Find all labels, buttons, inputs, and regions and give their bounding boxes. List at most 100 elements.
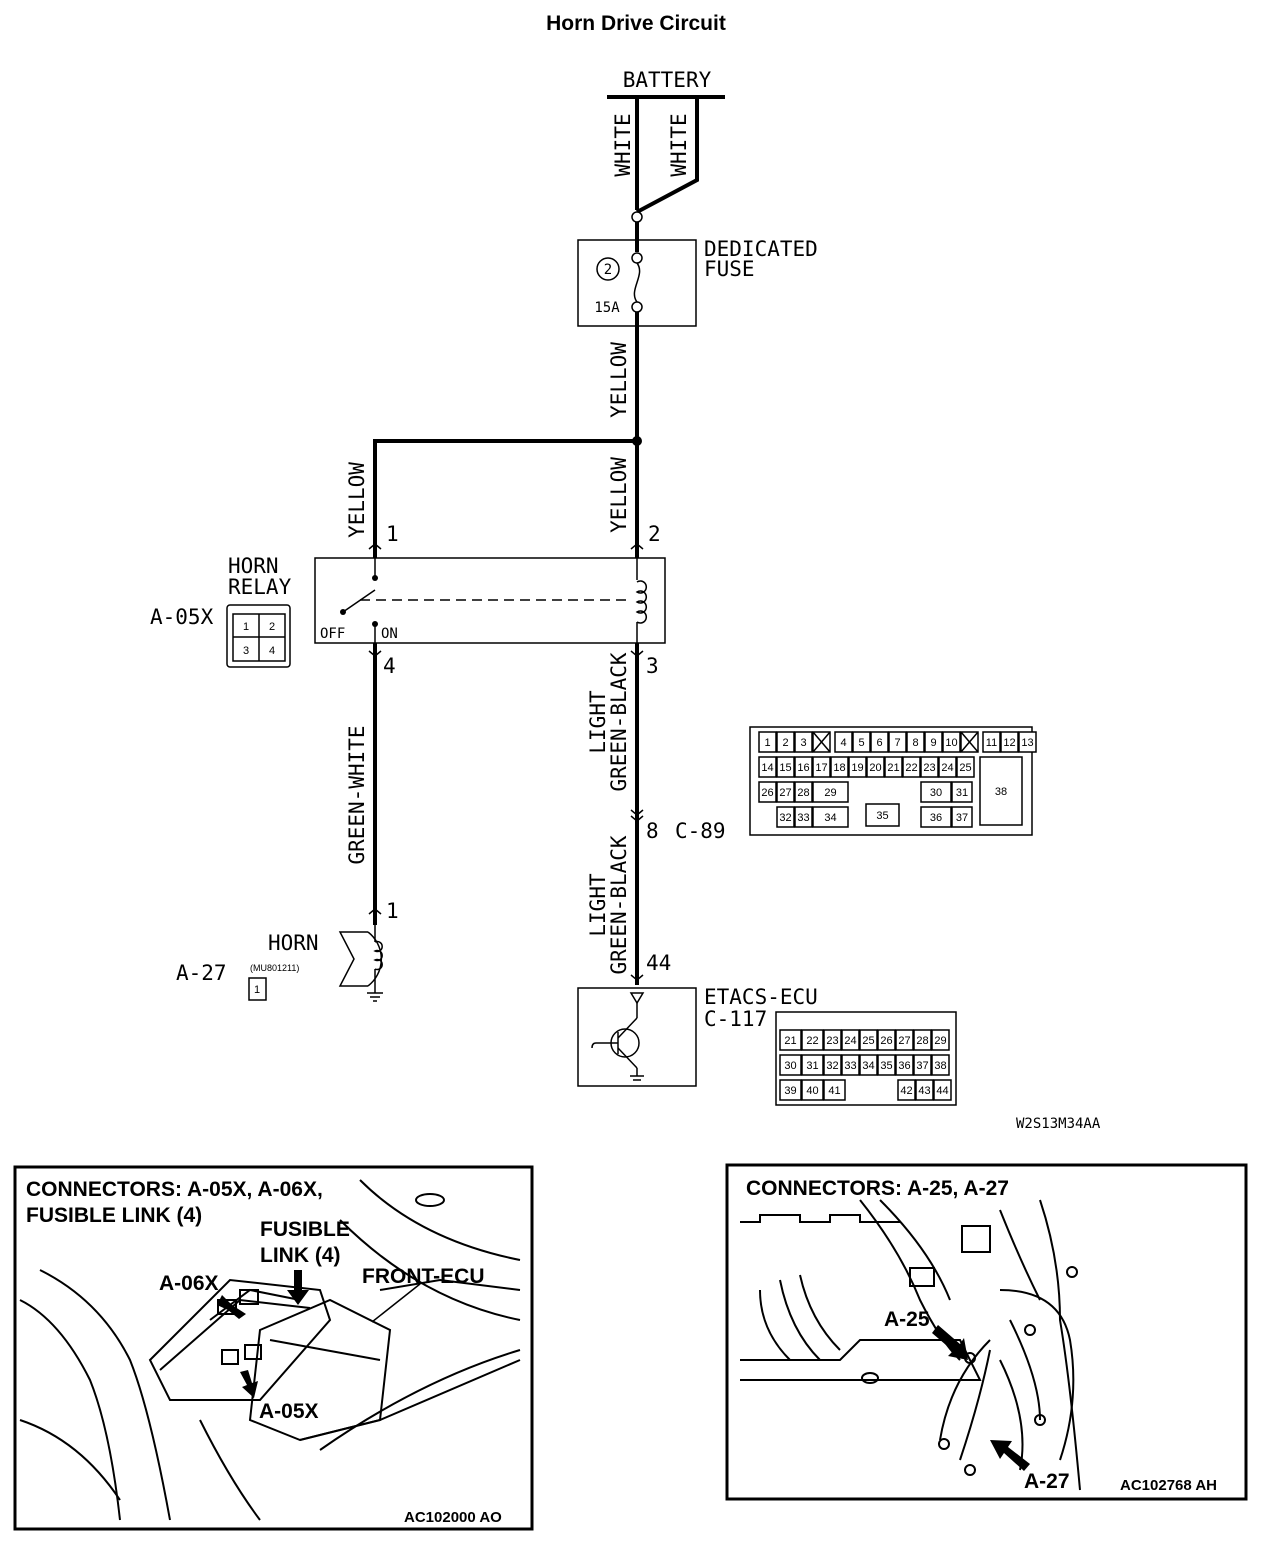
connector-cell [1000, 731, 1019, 753]
connector-cell [920, 806, 952, 828]
connector-pin-label: 30 [930, 787, 942, 799]
left-panel-code: AC102000 AO [404, 1509, 502, 1526]
connector-pin-label: 11 [986, 737, 997, 749]
callout-fusible-link-line2: LINK (4) [260, 1244, 341, 1267]
connector-pin-label: 36 [898, 1060, 910, 1072]
connector-cell [823, 1029, 842, 1051]
horn-connector-code: A-27 [176, 961, 227, 985]
ecu-lower-wire-line1: LIGHT [586, 873, 610, 937]
connector-cell [776, 781, 795, 803]
connector-cell [884, 756, 903, 778]
diagram-title: Horn Drive Circuit [546, 12, 726, 35]
fuse-number-circle [596, 257, 620, 281]
connector-pin-label: 16 [797, 762, 809, 774]
relay-label-line1: HORN [228, 554, 279, 578]
connector-pin-label: 28 [797, 787, 809, 799]
connector-cell [933, 1079, 952, 1101]
connector-pin-label: 35 [880, 1060, 892, 1072]
connector-pin-label: 29 [824, 787, 836, 799]
connector-cell [865, 803, 900, 827]
connector-pin-label: 7 [894, 737, 900, 749]
connector-pin-label: 39 [784, 1085, 796, 1097]
horn: 1 HORN A-27 (MU801211) 1 [176, 899, 399, 1002]
relay-pin-4: 4 [383, 654, 396, 678]
battery-wire-left-color: WHITE [611, 113, 635, 176]
arrow-fusible-link [287, 1270, 309, 1305]
connector-cell [801, 1029, 824, 1051]
connector-pin-label: 21 [887, 762, 899, 774]
connector-cell [834, 731, 853, 753]
connector-pin-label: 35 [876, 810, 888, 822]
connector-cell [779, 1029, 802, 1051]
connector-pin-label: 25 [959, 762, 971, 774]
fuse-label-line2: FUSE [704, 257, 755, 281]
callout-front-ecu: FRONT-ECU [362, 1265, 485, 1288]
connector-cell [841, 1054, 860, 1076]
battery-label: BATTERY [623, 68, 712, 92]
connector-pin-label: 15 [779, 762, 791, 774]
connector-pin-label: 33 [844, 1060, 856, 1072]
connector-cell [956, 756, 975, 778]
connector-pin-label: 26 [880, 1035, 892, 1047]
connector-pin-label: 34 [824, 812, 836, 824]
connector-pin-label: 13 [1021, 737, 1033, 749]
relay-pin-3: 3 [646, 654, 659, 678]
relay-off-label: OFF [320, 626, 345, 642]
horn-bell [367, 931, 383, 987]
connector-pin-label: 23 [923, 762, 935, 774]
connector-cell [830, 756, 849, 778]
connector-pin-label: 40 [806, 1085, 818, 1097]
relay-switch-arm [342, 589, 376, 613]
connector-cell [848, 756, 867, 778]
ecu-label: ETACS-ECU [704, 985, 818, 1009]
connector-pin-label: 21 [784, 1035, 796, 1047]
connector-pin-label: 30 [784, 1060, 796, 1072]
horn-face-pin: 1 [254, 984, 260, 996]
battery-junction [631, 211, 643, 223]
connector-cell [776, 756, 795, 778]
connector-pin-label: 32 [826, 1060, 838, 1072]
connector-cell [852, 731, 871, 753]
relay-face-pin: 3 [243, 645, 249, 657]
right-panel-code: AC102768 AH [1120, 1477, 1217, 1494]
relay-pin-1: 1 [386, 522, 399, 546]
arrow-a27 [990, 1440, 1030, 1471]
connector-pin-label: 43 [918, 1085, 930, 1097]
horn-relay: 1 2 OFF ON HORN RELAY A-05X 1 2 3 4 4 3 [150, 522, 666, 678]
connector-cell [1018, 731, 1037, 753]
horn-label: HORN [268, 931, 319, 955]
ecu-pin: 44 [646, 951, 671, 975]
connector-cell [823, 1054, 842, 1076]
connector-cell [859, 1029, 878, 1051]
connector-cell [982, 731, 1001, 753]
connector-cell [924, 731, 943, 753]
connector-cell [779, 1054, 802, 1076]
yellow-branch-wire [373, 439, 637, 558]
connector-cell [895, 1029, 914, 1051]
connector-pin-label: 23 [826, 1035, 838, 1047]
horn-part-number: (MU801211) [250, 963, 299, 973]
connector-cell [897, 1079, 916, 1101]
connector-cell [931, 1029, 950, 1051]
connector-pin-label: 44 [936, 1085, 948, 1097]
connector-pin-label: 26 [761, 787, 773, 799]
connector-cell [859, 1054, 878, 1076]
callout-fusible-link-line1: FUSIBLE [260, 1218, 350, 1241]
connector-cell [913, 1054, 932, 1076]
connector-cell [758, 756, 777, 778]
connector-cell [823, 1079, 846, 1101]
connector-cell [776, 806, 795, 828]
connector-pin-label: 33 [797, 812, 809, 824]
callout-a27: A-27 [1024, 1470, 1070, 1493]
c89-pin: 8 [646, 819, 659, 843]
connector-cell [866, 756, 885, 778]
connector-cell [906, 731, 925, 753]
connector-pin-label: 38 [934, 1060, 946, 1072]
connector-cell [938, 756, 957, 778]
relay-connector-face: 1 2 3 4 [226, 604, 291, 668]
connector-cell [758, 781, 777, 803]
connector-cell [801, 1054, 824, 1076]
